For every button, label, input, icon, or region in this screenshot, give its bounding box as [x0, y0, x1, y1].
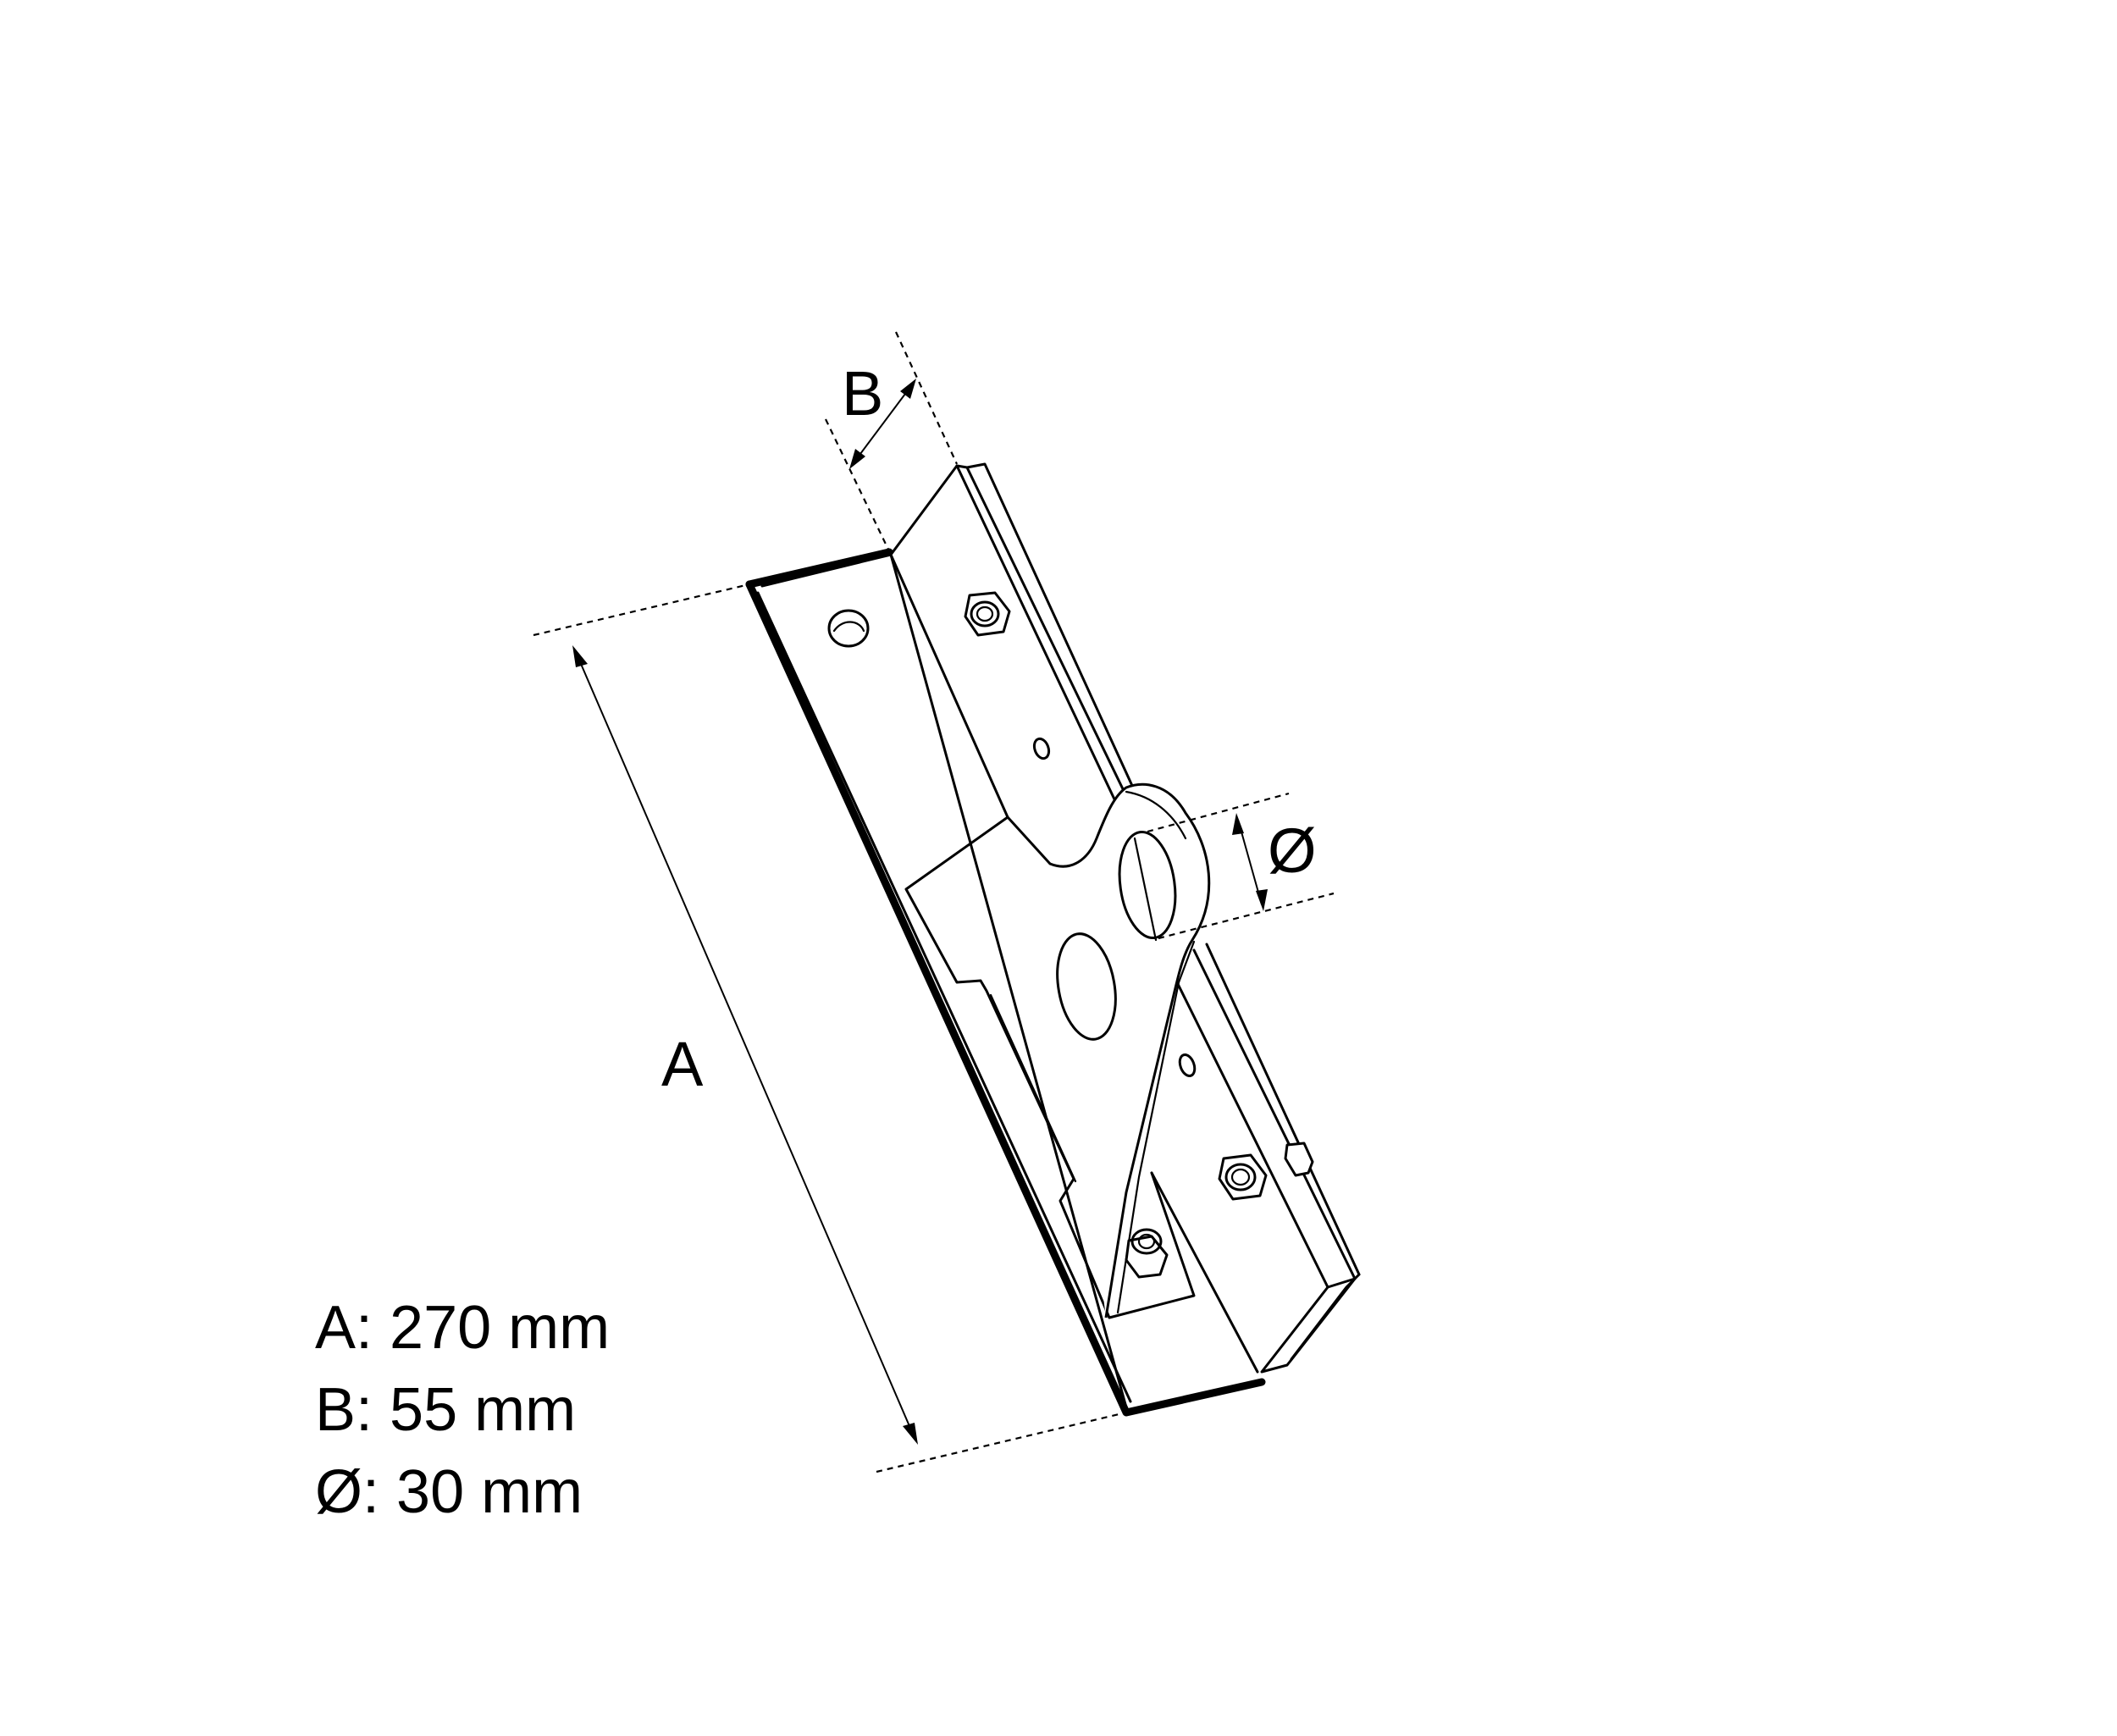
lower-channel-base — [1150, 1171, 1259, 1374]
dimension-b-arrow-right — [900, 379, 916, 399]
dimension-a-arrow-top — [572, 645, 588, 667]
legend-label-b: B: — [315, 1376, 373, 1444]
dimension-diameter-extension-top — [1147, 792, 1290, 833]
side-plate-inner — [989, 993, 1077, 1183]
lower-channel-end — [1260, 1277, 1357, 1374]
dimension-b-line — [852, 383, 914, 465]
dimension-diameter-arrow-top — [1232, 813, 1244, 835]
dimension-b-label: B — [842, 358, 883, 428]
legend-row-b: B: 55 mm — [315, 1369, 610, 1451]
legend-value-diameter: 30 mm — [396, 1458, 583, 1526]
dimension-b: B — [825, 331, 958, 556]
dimension-diameter-arrow-bottom — [1256, 889, 1268, 911]
legend-row-a: A: 270 mm — [315, 1287, 610, 1369]
bolt-side — [1284, 1142, 1314, 1177]
main-plate-inner-edge — [756, 591, 1132, 1403]
gusset-inner-curve — [1125, 790, 1187, 840]
mounting-hole-top-inner — [832, 621, 865, 633]
dimension-diameter: Ø — [1147, 792, 1335, 940]
dimension-b-extension-left — [825, 418, 892, 556]
lower-channel-rail-3 — [1175, 981, 1329, 1289]
nut-lower-plate — [1125, 1228, 1169, 1279]
channel-rail-2 — [955, 464, 1118, 804]
bracket-top-edge — [745, 548, 893, 589]
nut-top — [964, 591, 1011, 637]
dimension-b-extension-right — [895, 331, 958, 465]
lower-channel-end-2 — [1290, 1273, 1361, 1361]
dimension-a: A — [533, 583, 1127, 1473]
small-hole-lower — [1178, 1053, 1197, 1078]
side-plate — [904, 815, 1196, 1319]
mounting-hole-top — [827, 609, 870, 648]
gusset-tab — [1049, 782, 1211, 1319]
dimension-a-extension-bottom — [876, 1411, 1127, 1473]
legend-value-a: 270 mm — [390, 1294, 611, 1362]
dimension-a-line — [575, 651, 915, 1439]
nut-bottom — [1218, 1153, 1268, 1201]
dimension-diameter-label: Ø — [1268, 815, 1317, 886]
legend-value-b: 55 mm — [390, 1376, 577, 1444]
dimension-a-arrow-bottom — [903, 1423, 918, 1445]
dimension-diameter-line — [1237, 819, 1263, 905]
lower-channel-rail-1 — [1192, 948, 1357, 1280]
dimension-diameter-extension-bottom — [1158, 892, 1335, 940]
dimension-a-extension-top — [533, 583, 750, 637]
legend-label-diameter: Ø: — [315, 1458, 380, 1526]
legend-row-diameter: Ø: 30 mm — [315, 1451, 610, 1534]
channel-top — [889, 464, 1128, 798]
pivot-hole-inner — [1133, 837, 1158, 942]
lower-channel-rail-2 — [1205, 943, 1361, 1276]
legend-label-a: A: — [315, 1294, 373, 1362]
small-hole-upper — [1032, 737, 1051, 760]
bracket-part — [745, 462, 1361, 1417]
dimension-a-label: A — [661, 1029, 704, 1099]
dimensions-legend: A: 270 mm B: 55 mm Ø: 30 mm — [315, 1287, 610, 1534]
large-hole — [1056, 932, 1117, 1041]
channel-rail-1 — [965, 462, 1135, 789]
dimension-b-arrow-left — [849, 449, 865, 469]
